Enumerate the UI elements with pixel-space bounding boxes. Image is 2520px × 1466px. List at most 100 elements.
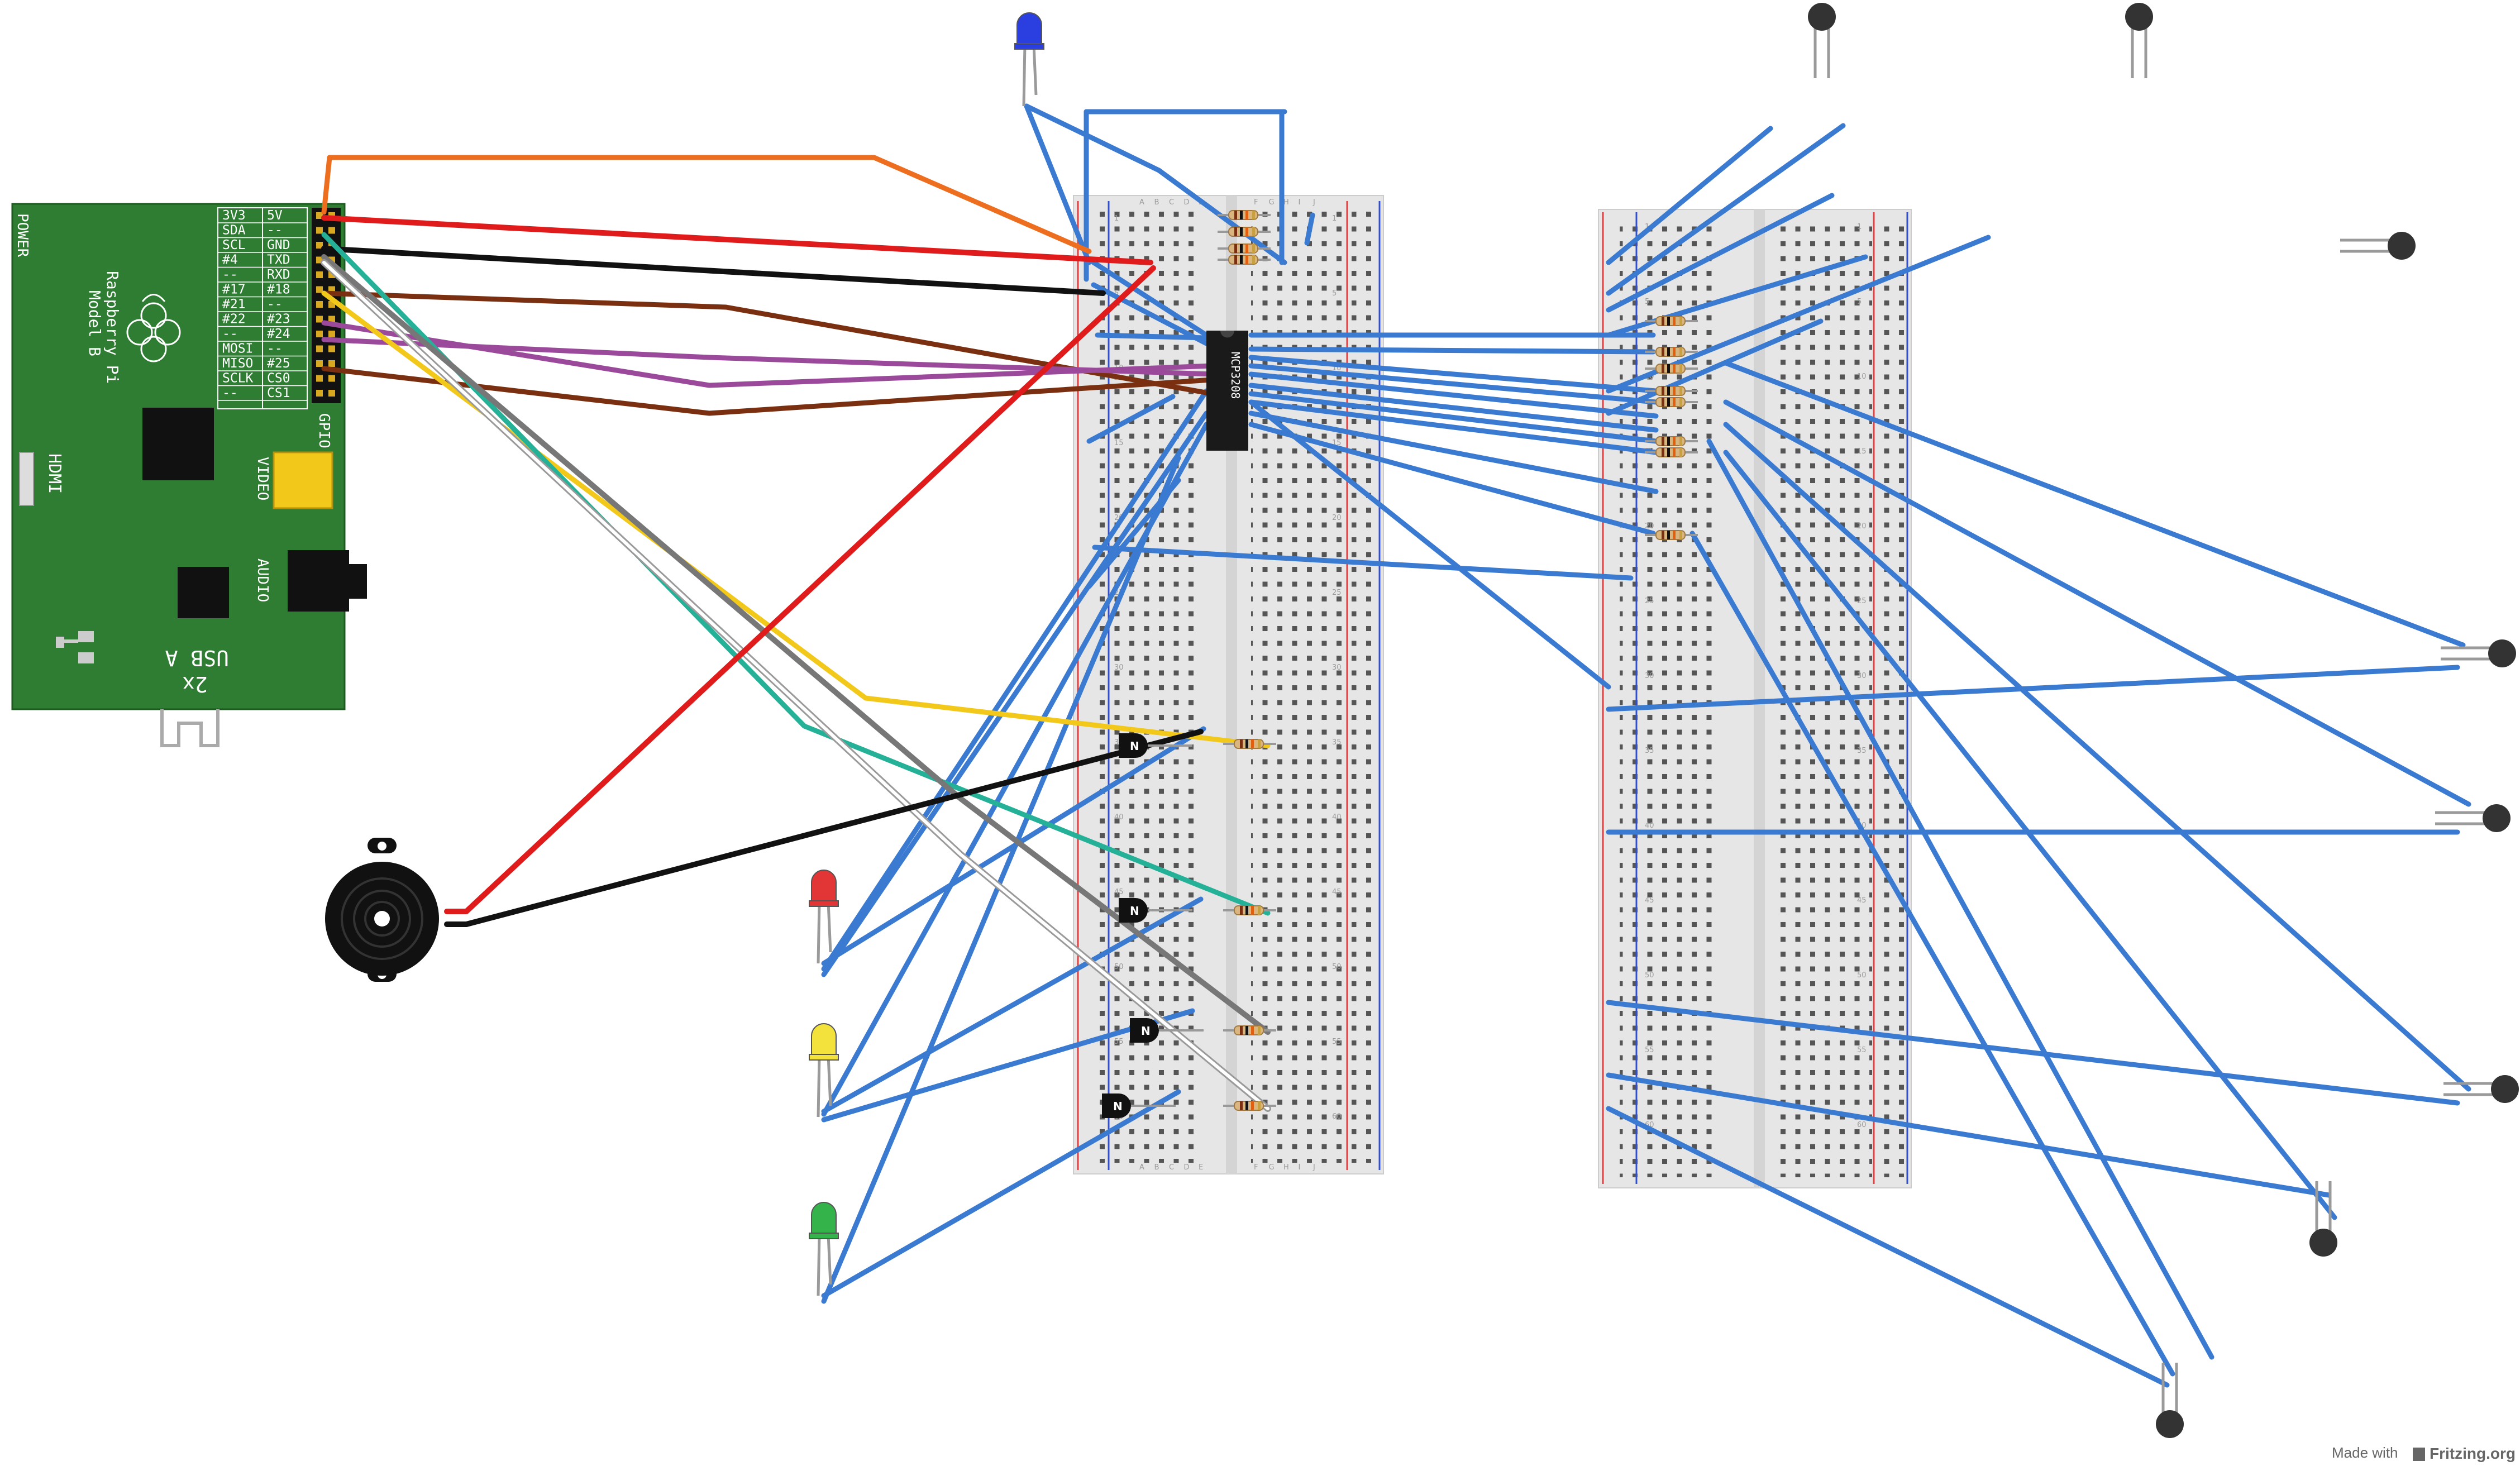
jumper-wire — [1248, 399, 1659, 455]
thermistor-sensor-icon — [2125, 3, 2153, 78]
jumper-wire — [821, 1089, 1181, 1298]
gpio-pin-label-left: -- — [222, 386, 238, 400]
bb-row-number: 1 — [1114, 214, 1119, 223]
usb-count: 2x — [182, 672, 208, 696]
resistor-icon — [1645, 436, 1698, 446]
bb-row-number: 55 — [1645, 1046, 1654, 1054]
gpio-pin-label-left: #21 — [222, 297, 246, 312]
jumper-wire — [1689, 531, 2175, 1377]
gpio-pin-label-left: -- — [222, 327, 238, 341]
jumper-wire — [821, 455, 1181, 1304]
bb-row-number: 50 — [1645, 971, 1654, 980]
gpio-label: GPIO — [316, 413, 332, 448]
resistor-icon — [1645, 316, 1698, 326]
transistor-icon: N — [1102, 1093, 1176, 1118]
jumper-wires — [821, 103, 2471, 1388]
bb-row-number: 40 — [1332, 813, 1342, 822]
piezo-buzzer — [325, 838, 439, 982]
gpio-pin-label-left: 3V3 — [222, 208, 246, 223]
gpio-pin-label-right: TXD — [267, 253, 290, 268]
resistor-icon — [1645, 364, 1698, 374]
jumper-wire — [1086, 394, 1176, 444]
bb-row-number: 5 — [1645, 298, 1649, 306]
gpio-pin — [316, 345, 323, 352]
resistor-icon — [1645, 347, 1698, 357]
jumper-wire — [1248, 399, 1611, 690]
hdmi-label: HDMI — [45, 453, 64, 494]
bb-col-letter: A — [1139, 198, 1144, 207]
gpio-pin — [316, 271, 323, 278]
sensors — [1808, 3, 2519, 1438]
pi-lan-chip — [178, 567, 229, 618]
gpio-pin — [328, 360, 335, 367]
bb-row-number: 55 — [1332, 1038, 1342, 1046]
bb-row-number: 40 — [1645, 822, 1654, 830]
credit-prefix: Made with — [2332, 1444, 2398, 1461]
bb-row-number: 30 — [1114, 663, 1124, 672]
jumper-wire — [1304, 212, 1315, 246]
jumper-wire — [1091, 260, 1209, 338]
bb-row-number: 35 — [1645, 747, 1654, 755]
wire-teal — [321, 232, 1271, 916]
svg-text:N: N — [1113, 1100, 1123, 1113]
gpio-pin — [328, 227, 335, 234]
wire-white-inner — [322, 261, 1269, 1110]
bb-row-number: 1 — [1645, 223, 1649, 231]
credit-brand: Fritzing.org — [2430, 1445, 2516, 1462]
thermistor-sensor-icon — [1808, 3, 1836, 78]
gpio-pin — [316, 390, 323, 397]
bb-col-letter: F — [1254, 1163, 1258, 1172]
gpio-pin-label-left: MISO — [222, 356, 253, 371]
audio-jack — [288, 550, 349, 612]
bb-row-number: 60 — [1332, 1112, 1342, 1121]
jumper-wire — [1606, 193, 1835, 313]
blue-led — [1014, 12, 1044, 107]
bb-row-number: 30 — [1332, 663, 1342, 672]
jumper-wire — [1248, 355, 1659, 394]
jumper-wire — [1156, 168, 1287, 265]
bb-row-number: 50 — [1332, 963, 1342, 971]
gpio-pin-label-left: SDA — [222, 223, 246, 238]
gpio-pin — [316, 227, 323, 234]
bb-row-number: 1 — [1857, 223, 1862, 231]
bb-row-number: 15 — [1857, 447, 1867, 456]
bb-col-letter: G — [1269, 1163, 1275, 1172]
gpio-pin-label-right: CS1 — [267, 386, 290, 400]
wire-orange — [321, 155, 1092, 254]
jumper-wire — [1723, 360, 2466, 648]
gpio-pin — [316, 301, 323, 308]
video-label: VIDEO — [254, 457, 271, 500]
jumper-wire — [1248, 410, 1659, 494]
bb-row-number: 40 — [1114, 813, 1124, 822]
wire-black-gnd — [321, 246, 1106, 296]
transistor-icon: N — [1119, 898, 1192, 923]
green-led — [809, 1202, 839, 1296]
mcp3208-chip: MCP3208 — [1206, 331, 1248, 451]
resistor-icon — [1223, 1101, 1276, 1111]
jumper-wire — [1723, 399, 2471, 807]
resistor-icon — [1645, 447, 1698, 457]
resistor-icon — [1218, 227, 1271, 237]
gpio-pin-label-left: #17 — [222, 283, 246, 297]
gpio-pin-label-left: MOSI — [222, 342, 253, 356]
jumper-wire — [1248, 391, 1659, 444]
bb-col-letter: E — [1199, 1163, 1203, 1172]
gpio-pin-label-left: SCL — [222, 238, 246, 252]
resistors — [1218, 210, 1698, 1111]
jumper-wire — [821, 410, 1209, 977]
jumper-wire — [1248, 363, 1659, 405]
jumper-wire — [1606, 1106, 2170, 1388]
bb-col-letter: I — [1299, 1163, 1301, 1172]
gpio-pin-label-right: 5V — [267, 208, 283, 223]
gpio-pin — [316, 286, 323, 293]
bb-col-letter: A — [1139, 1163, 1144, 1172]
jumper-wire — [1723, 450, 2337, 1220]
gpio-pin-label-left: SCLK — [222, 371, 254, 386]
bb-col-letter: F — [1254, 198, 1258, 207]
pi-name-line1: Raspberry Pi — [103, 271, 122, 384]
bb-row-number: 50 — [1857, 971, 1867, 980]
jumper-wire — [1706, 438, 2214, 1360]
bb-row-number: 5 — [1114, 289, 1119, 298]
